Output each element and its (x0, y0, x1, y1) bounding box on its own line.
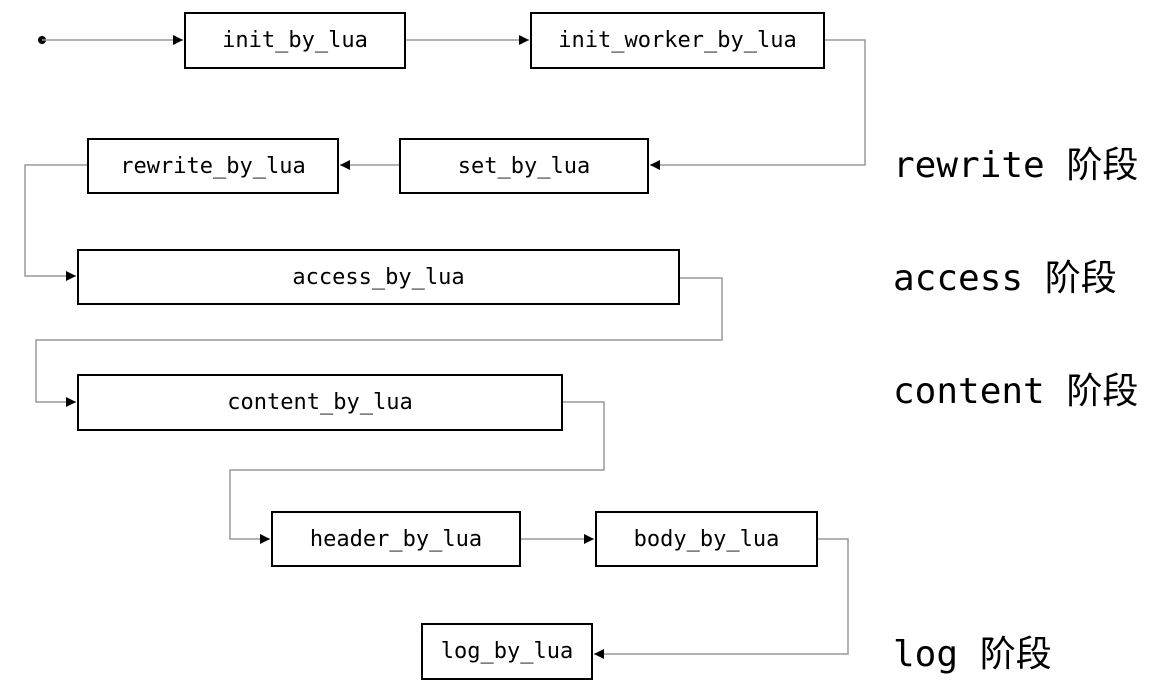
phase-label-log: log 阶段 (893, 634, 1052, 675)
connector-access-to-content (35, 277, 723, 407)
node-init-worker-by-lua: init_worker_by_lua (530, 12, 825, 69)
connector-init-worker-to-set (650, 39, 866, 170)
node-header-by-lua: header_by_lua (271, 511, 521, 567)
connector-body-to-log (594, 538, 849, 659)
node-content-by-lua: content_by_lua (77, 374, 563, 431)
node-rewrite-by-lua: rewrite_by_lua (87, 138, 339, 194)
phase-label-access: access 阶段 (893, 258, 1117, 299)
phase-label-rewrite: rewrite 阶段 (893, 145, 1139, 186)
node-init-by-lua: init_by_lua (184, 12, 406, 69)
node-log-by-lua: log_by_lua (421, 623, 593, 680)
node-body-by-lua: body_by_lua (595, 511, 818, 567)
node-access-by-lua: access_by_lua (77, 249, 680, 305)
phase-label-content: content 阶段 (893, 371, 1139, 412)
connector-content-to-header (229, 401, 605, 544)
node-set-by-lua: set_by_lua (399, 138, 649, 194)
connector-rewrite-to-access (24, 164, 87, 281)
